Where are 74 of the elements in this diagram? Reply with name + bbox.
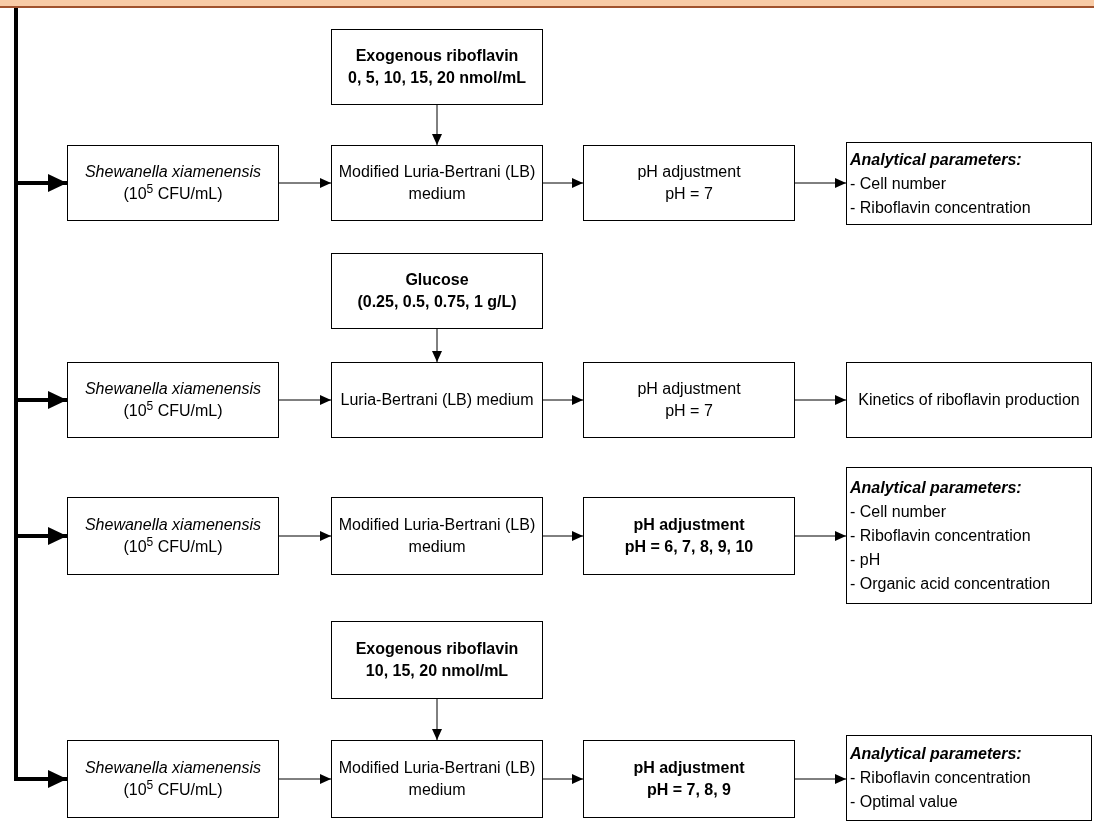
box-text: - Riboflavin concentration [850,197,1031,218]
arrow [542,774,584,784]
process-box [583,497,795,575]
box-text: - Riboflavin concentration [850,525,1031,546]
box-text: 10, 15, 20 nmol/mL [365,661,509,681]
process-box [331,362,543,438]
arrow [278,395,332,405]
process-box [331,145,543,221]
box-text: Modified Luria-Bertrani (LB) medium [337,515,537,557]
box-text: - pH [850,549,881,570]
arrow [278,531,332,541]
arrow [432,698,442,741]
box-text: Analytical parameters: [850,149,1022,170]
box-text: pH = 7, 8, 9 [646,780,731,800]
arrow [542,531,584,541]
process-box [583,740,795,818]
arrow [794,395,847,405]
box-text: Exogenous riboflavin [355,639,519,659]
process-box [67,497,279,575]
arrow [794,178,847,188]
process-box [846,362,1092,438]
box-text: pH adjustment [633,758,745,778]
box-text: - Cell number [850,501,947,522]
process-box [331,497,543,575]
box-text: Shewanella xiamenensis [84,515,262,535]
result-box [846,467,1092,604]
result-box [846,735,1092,821]
process-box [67,740,279,818]
box-text: pH adjustment [637,162,741,182]
process-box [331,253,543,329]
process-box [331,740,543,818]
box-text: (10$^{5}$ CFU/mL) [123,779,223,800]
box-text: Modified Luria-Bertrani (LB) medium [337,162,537,204]
result-box [846,142,1092,225]
arrow [794,531,847,541]
header-bar [0,0,1094,8]
box-text: - Optimal value [850,792,958,812]
process-box [67,362,279,438]
box-text: (10$^{5}$ CFU/mL) [123,183,223,204]
arrow [278,774,332,784]
box-text: - Riboflavin concentration [850,768,1031,788]
arrow [542,395,584,405]
box-text: (0.25, 0.5, 0.75, 1 g/L) [357,292,517,312]
box-text: pH = 7 [665,401,713,421]
box-text: Shewanella xiamenensis [84,162,262,182]
box-text: 0, 5, 10, 15, 20 nmol/mL [348,68,526,88]
arrow [794,774,847,784]
arrow [542,178,584,188]
process-box [583,362,795,438]
box-text: Modified Luria-Bertrani (LB) medium [337,758,537,800]
box-text: pH = 7 [665,184,713,204]
process-box [331,29,543,105]
box-text: (10$^{5}$ CFU/mL) [123,400,223,421]
arrow [432,104,442,146]
process-box [583,145,795,221]
process-box [331,621,543,699]
box-text: Kinetics of riboflavin production [858,390,1080,410]
box-text: Shewanella xiamenensis [84,379,262,399]
arrow [278,178,332,188]
process-box [67,145,279,221]
box-text: pH = 6, 7, 8, 9, 10 [624,537,754,557]
box-text: Shewanella xiamenensis [84,758,262,778]
box-text: Analytical parameters: [850,744,1022,764]
box-text: Analytical parameters: [850,477,1022,498]
box-text: Luria-Bertrani (LB) medium [340,390,534,410]
box-text: Exogenous riboflavin [355,46,519,66]
box-text: (10$^{5}$ CFU/mL) [123,536,223,557]
box-text: - Cell number [850,173,947,194]
arrow [432,328,442,363]
box-text: pH adjustment [637,379,741,399]
box-text: pH adjustment [633,515,745,535]
arrow [14,8,67,788]
box-text: - Organic acid concentration [850,573,1051,594]
box-text: Glucose [405,270,469,290]
